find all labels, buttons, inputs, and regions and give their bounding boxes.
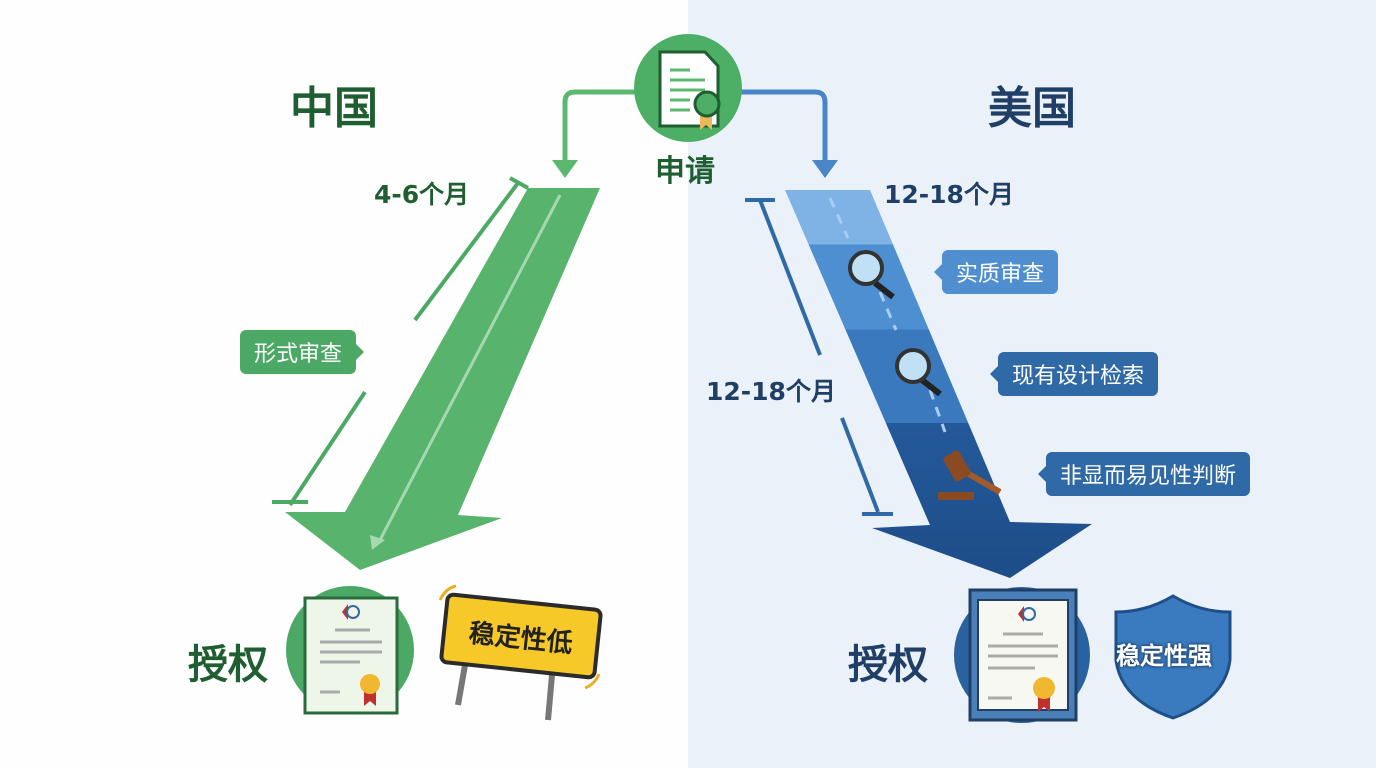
china-step-formal-exam: 形式审查 bbox=[240, 330, 365, 374]
usa-grant-label: 授权 bbox=[848, 642, 928, 688]
china-title: 中国 bbox=[290, 83, 378, 134]
connector-china bbox=[562, 89, 640, 165]
shake-lines bbox=[438, 584, 601, 690]
usa-certificate-icon bbox=[954, 587, 1090, 723]
china-certificate-icon bbox=[286, 586, 414, 715]
china-duration-bracket bbox=[272, 176, 529, 507]
china-timeline-arrow bbox=[285, 188, 600, 570]
china-arrow-highlight bbox=[378, 194, 562, 541]
china-duration-label: 4-6个月 bbox=[374, 180, 470, 209]
apply-label: 申请 bbox=[655, 154, 715, 189]
connector-usa bbox=[740, 89, 828, 165]
application-document-icon bbox=[634, 34, 742, 142]
gavel-icon bbox=[938, 450, 1002, 500]
usa-arrow-path bbox=[828, 197, 947, 433]
usa-timeline-arrow bbox=[785, 190, 1092, 578]
usa-step-nonobviousness: 非显而易见性判断 bbox=[1037, 452, 1251, 496]
high-stability-label: 稳定性强 bbox=[1116, 642, 1212, 670]
usa-duration-side-label: 12-18个月 bbox=[706, 377, 836, 406]
magnifier-icon bbox=[848, 250, 895, 300]
usa-title: 美国 bbox=[988, 83, 1076, 134]
china-grant-label: 授权 bbox=[188, 642, 268, 688]
usa-duration-top-label: 12-18个月 bbox=[884, 180, 1014, 209]
magnifier-icon bbox=[895, 348, 942, 397]
warning-sign-posts bbox=[455, 664, 555, 721]
usa-step-prior-art-search: 现有设计检索 bbox=[989, 352, 1159, 396]
usa-step-substantive-exam: 实质审查 bbox=[933, 250, 1059, 294]
usa-duration-bracket bbox=[745, 198, 893, 516]
connector-china-arrowhead bbox=[552, 160, 578, 178]
connector-usa-arrowhead bbox=[812, 160, 838, 178]
shield-icon bbox=[1114, 594, 1232, 720]
